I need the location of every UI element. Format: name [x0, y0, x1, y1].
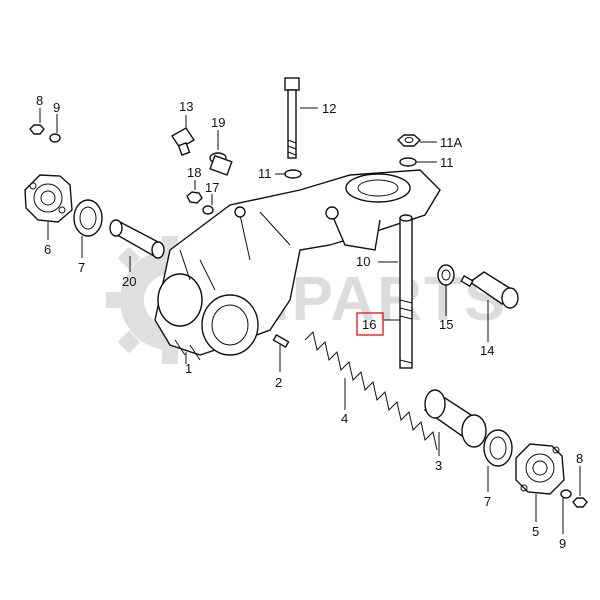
switch-part-14: [460, 271, 519, 309]
callout-7-left: 7: [78, 260, 85, 275]
callout-4: 4: [341, 411, 348, 426]
pin-part-2: [272, 333, 290, 349]
washer-part-17: [202, 205, 214, 215]
callout-9-right: 9: [559, 536, 566, 551]
plug-part-19: [209, 152, 233, 176]
callout-20: 20: [122, 274, 136, 289]
seal-ring-part-7a: [73, 199, 103, 237]
callout-3: 3: [435, 458, 442, 473]
piston-part-3: [423, 389, 487, 448]
callout-11a: 11A: [440, 135, 462, 150]
callout-12: 12: [322, 101, 336, 116]
callout-2: 2: [275, 375, 282, 390]
washer-part-9b: [560, 489, 572, 499]
callout-15: 15: [439, 317, 453, 332]
seal-ring-part-7b: [483, 429, 513, 467]
piston-part-20: [109, 219, 165, 259]
callout-8-right: 8: [576, 451, 583, 466]
callout-8-left: 8: [36, 93, 43, 108]
bolt-part-12: [284, 77, 300, 159]
callout-labels: 1 2 3 4 5 6 7 7 8 8 9 9 10 11 11 11A 12 …: [36, 93, 583, 551]
nut-part-11a: [396, 134, 422, 147]
spring-part-4: [304, 331, 438, 451]
callout-9-left: 9: [53, 100, 60, 115]
callout-6: 6: [44, 242, 51, 257]
nut-part-8b: [572, 497, 588, 508]
callout-14: 14: [480, 343, 494, 358]
stud-part-10: [399, 214, 413, 369]
washer-part-9a: [49, 133, 61, 143]
callout-11-bolt: 11: [258, 166, 272, 181]
callout-10: 10: [356, 254, 370, 269]
callout-1: 1: [185, 361, 192, 376]
cover-part-5: [515, 443, 565, 495]
washer-part-11: [284, 169, 302, 179]
callout-19: 19: [211, 115, 225, 130]
callout-13: 13: [179, 99, 193, 114]
housing-part-1: [154, 169, 441, 361]
screw-part-18: [186, 191, 203, 204]
washer-part-15: [437, 264, 455, 286]
highlight-box: [356, 312, 384, 336]
callout-17: 17: [205, 180, 219, 195]
callout-5: 5: [532, 524, 539, 539]
leader-lines: [39, 107, 581, 534]
callout-11-right: 11: [440, 155, 454, 170]
callout-18: 18: [187, 165, 201, 180]
washer-part-11b: [399, 157, 417, 167]
nut-part-8a: [29, 124, 45, 135]
callout-7-right: 7: [484, 494, 491, 509]
sensor-part-13: [171, 127, 195, 156]
cover-part-6: [24, 174, 73, 223]
callout-16: 16: [362, 317, 376, 332]
